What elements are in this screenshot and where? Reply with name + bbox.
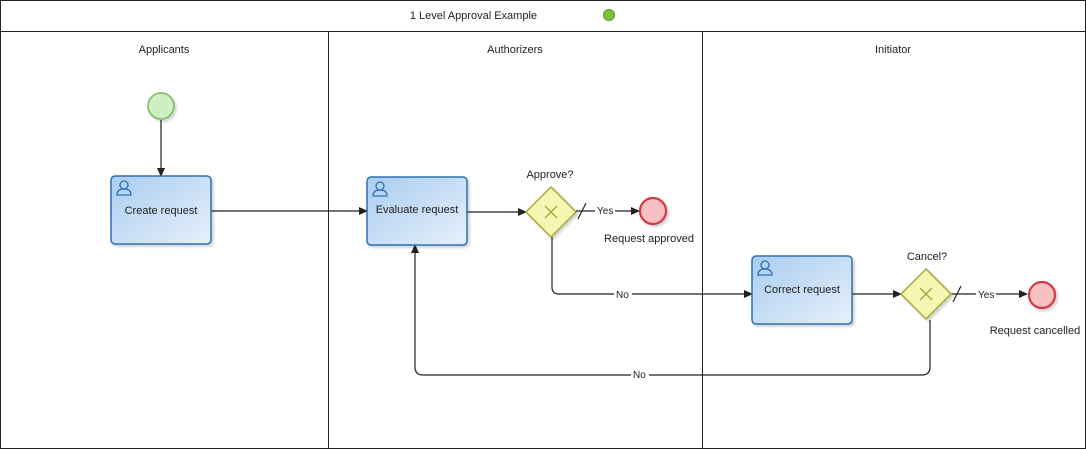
end-event-request-cancelled[interactable]: Request cancelled (990, 280, 1081, 337)
end-event-label: Request approved (604, 233, 694, 245)
pool-header: 1 Level Approval Example (410, 9, 615, 22)
gateway-label: Approve? (526, 169, 573, 181)
flow-label-cancel-no: No (633, 370, 646, 381)
task-label: Create request (125, 205, 198, 217)
exclusive-x-icon (919, 287, 933, 301)
default-flow-marker (577, 202, 587, 220)
end-event-label: Request cancelled (990, 325, 1081, 337)
task-evaluate-request[interactable]: Evaluate request (366, 176, 468, 246)
lane-initiator: Initiator (875, 44, 911, 56)
lane-authorizers: Authorizers (487, 44, 543, 56)
flow-approve-no[interactable] (551, 237, 753, 298)
gateway-label: Cancel? (907, 251, 947, 263)
task-label: Evaluate request (376, 204, 459, 216)
task-correct-request[interactable]: Correct request (751, 255, 853, 325)
user-icon (372, 181, 388, 197)
user-icon (116, 180, 132, 196)
flow-label-cancel-yes: Yes (978, 290, 994, 301)
default-flow-marker (952, 285, 962, 303)
gateway-approve[interactable]: Approve? (524, 169, 578, 239)
status-dot-icon (603, 9, 615, 21)
lane-label-initiator: Initiator (875, 44, 911, 56)
start-event[interactable] (147, 92, 175, 120)
lane-label-authorizers: Authorizers (487, 44, 543, 56)
task-create-request[interactable]: Create request (110, 175, 212, 245)
lane-applicants: Applicants (139, 44, 190, 56)
end-event-request-approved[interactable]: Request approved (604, 196, 694, 245)
flow-labels: Yes No Yes No (595, 204, 996, 381)
flow-cancel-no[interactable] (411, 244, 931, 376)
diagram-title: 1 Level Approval Example (410, 10, 537, 22)
gateway-cancel[interactable]: Cancel? (899, 251, 953, 321)
task-label: Correct request (764, 284, 840, 296)
exclusive-x-icon (544, 205, 558, 219)
flow-label-approve-no: No (616, 290, 629, 301)
lane-label-applicants: Applicants (139, 44, 190, 56)
user-icon (757, 260, 773, 276)
sequence-flows (157, 120, 1028, 376)
flow-label-approve-yes: Yes (597, 206, 613, 217)
